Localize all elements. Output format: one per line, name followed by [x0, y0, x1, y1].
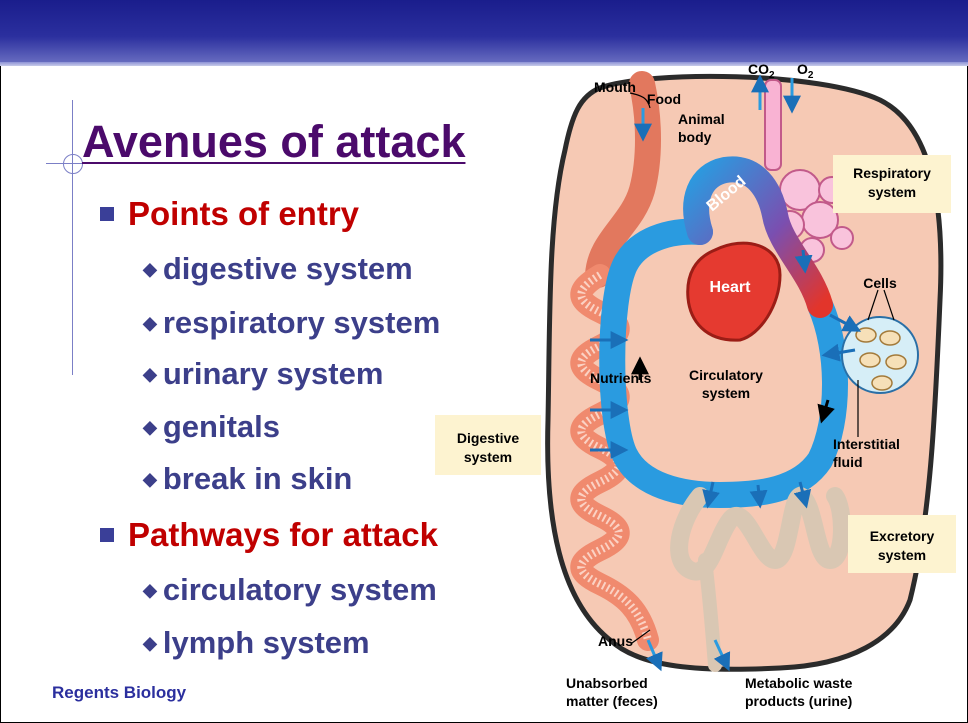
label-cells: Cells	[863, 275, 897, 291]
label-animal-body-1: Animal	[678, 111, 725, 127]
label-o2: O2	[797, 61, 814, 81]
label-interstitial-2: fluid	[833, 454, 863, 470]
label-nutrients: Nutrients	[590, 370, 652, 386]
label-unabsorbed-2: matter (feces)	[566, 693, 658, 709]
label-metabolic-2: products (urine)	[745, 693, 852, 709]
label-food: Food	[647, 91, 681, 107]
callout-excretory	[848, 515, 956, 573]
label-respiratory-2: system	[868, 184, 916, 200]
label-mouth: Mouth	[594, 79, 636, 95]
label-animal-body-2: body	[678, 129, 712, 145]
label-interstitial-1: Interstitial	[833, 436, 900, 452]
label-excretory-2: system	[878, 547, 926, 563]
arrow-resp-flow	[803, 250, 805, 270]
label-excretory-1: Excretory	[870, 528, 935, 544]
label-unabsorbed-1: Unabsorbed	[566, 675, 648, 691]
label-metabolic-1: Metabolic waste	[745, 675, 853, 691]
label-respiratory-1: Respiratory	[853, 165, 931, 181]
label-circulatory-1: Circulatory	[689, 367, 763, 383]
label-digestive-2: system	[464, 449, 512, 465]
label-digestive-1: Digestive	[457, 430, 519, 446]
label-heart: Heart	[710, 279, 752, 296]
label-anus: Anus	[598, 633, 633, 649]
label-circulatory-2: system	[702, 385, 750, 401]
arrow-excrete-2	[758, 485, 760, 505]
